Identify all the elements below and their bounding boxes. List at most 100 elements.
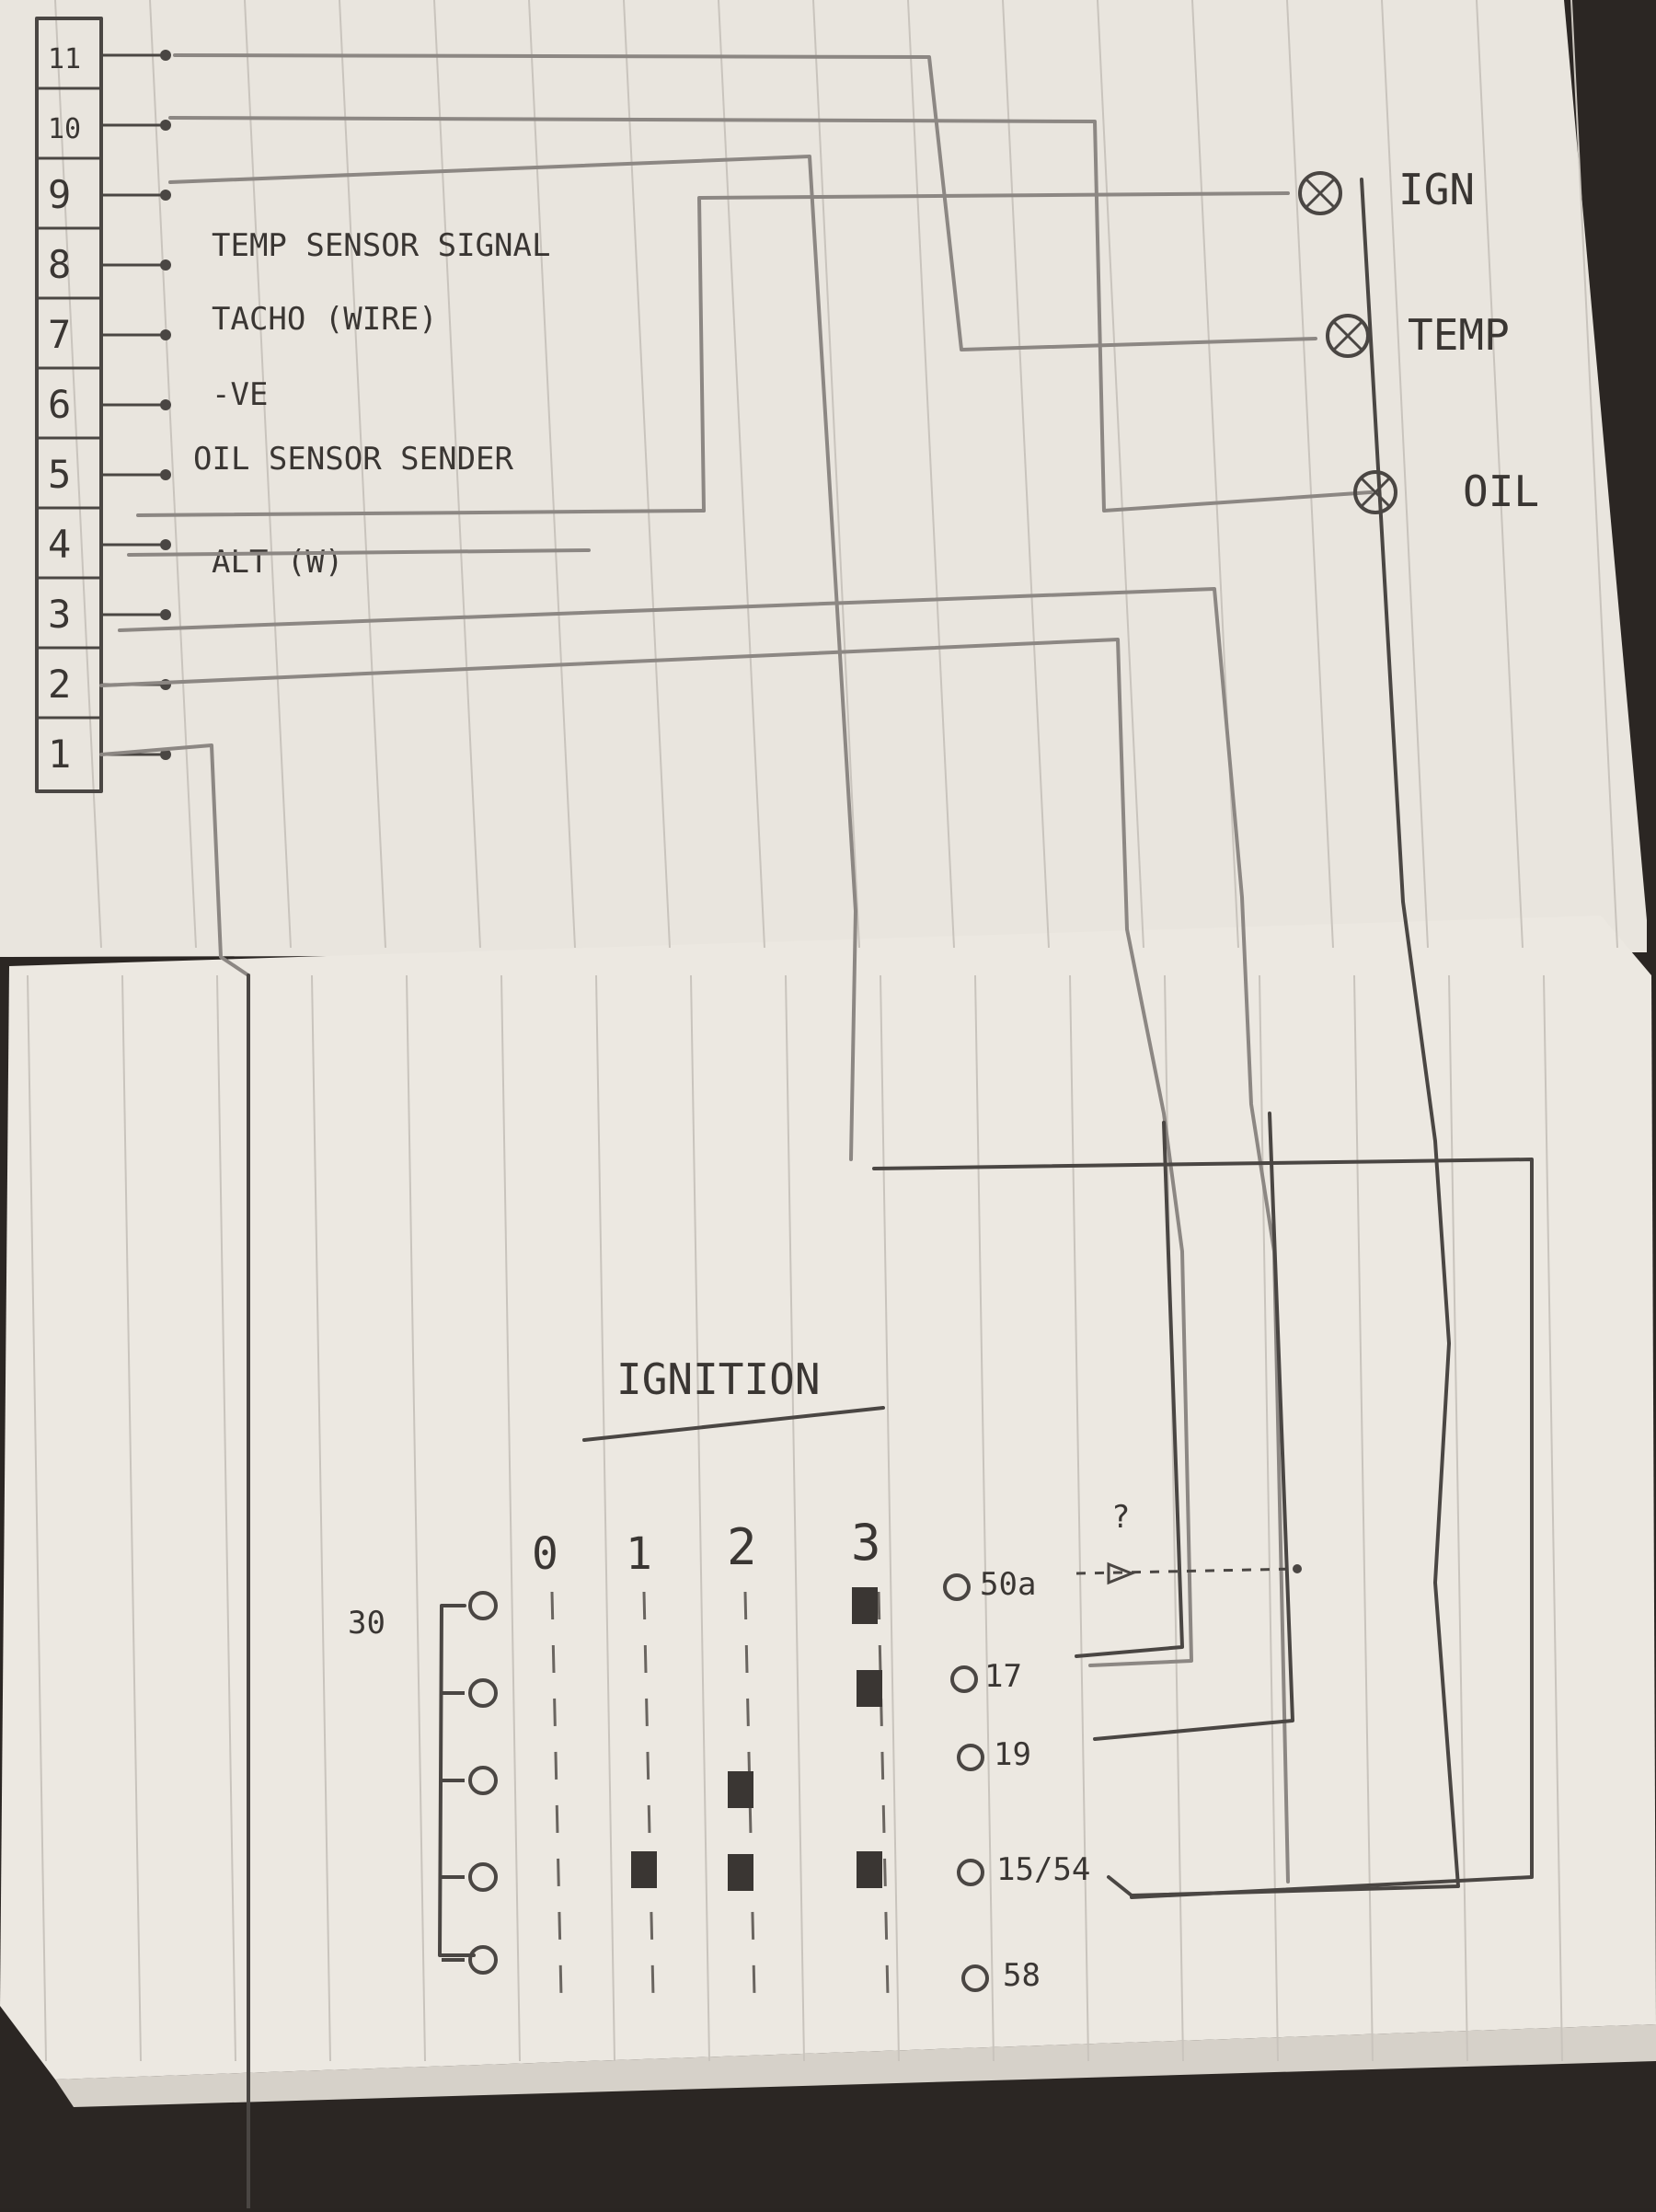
pin-label-8: TEMP SENSOR SIGNAL <box>212 227 550 264</box>
rule-line-bottom <box>500 974 521 2062</box>
rule-line-bottom <box>27 974 47 2062</box>
rule-line-bottom <box>406 974 426 2062</box>
wire-pin-5 <box>136 509 706 517</box>
ign-position-3: 3 <box>851 1514 881 1572</box>
lamp-oil: OIL <box>1353 467 1539 516</box>
rule-line-bottom <box>311 974 331 2062</box>
lamp-temp: TEMP <box>1326 310 1510 360</box>
bus-contact-circle <box>468 1862 498 1892</box>
position-dash-line <box>550 1591 563 1998</box>
rule-line-top <box>623 0 671 949</box>
rule-line-top <box>1381 0 1429 949</box>
wire-pin-2 <box>99 638 1193 1667</box>
output-terminal-circle <box>950 1665 978 1693</box>
rule-line-bottom <box>1259 974 1279 2062</box>
wire-oil-sensor <box>697 191 1290 513</box>
wire-17 <box>1075 1121 1184 1658</box>
pin-number-3: 3 <box>48 592 71 637</box>
switch-contact <box>857 1851 882 1888</box>
switch-contact <box>728 1854 753 1891</box>
wire-pin-11 <box>173 53 1317 351</box>
position-dash-line <box>743 1591 756 1998</box>
lamp-label-ign: IGN <box>1398 165 1475 214</box>
bus-contact-circle <box>468 1678 498 1708</box>
pin-number-4: 4 <box>48 522 71 567</box>
pin-number-10: 10 <box>48 113 81 145</box>
terminal-15-54: 15/54 <box>996 1851 1090 1888</box>
rule-line-top <box>433 0 481 949</box>
ign-position-2: 2 <box>727 1518 757 1576</box>
wire-pin-9 <box>168 155 857 1161</box>
rule-line-top <box>812 0 860 949</box>
terminal-58: 58 <box>1003 1957 1041 1994</box>
pin-label-5: OIL SENSOR SENDER <box>193 441 514 478</box>
rule-line-bottom <box>690 974 710 2062</box>
ignition-switch: IGNITION 0 1 2 3 30 50a 17 19 15/54 58 ? <box>348 1354 1302 1998</box>
wire-pin-10 <box>168 116 1373 513</box>
top-page <box>0 0 1647 957</box>
wire-pin-4 <box>127 548 591 557</box>
position-dash-line <box>642 1591 655 1998</box>
rule-line-bottom <box>121 974 142 2062</box>
rule-line-top <box>1476 0 1524 949</box>
rule-line-top <box>1570 0 1618 949</box>
ign-position-1: 1 <box>626 1528 652 1580</box>
switch-contact <box>857 1670 882 1707</box>
rule-line-bottom <box>1069 974 1089 2062</box>
rule-line-top <box>244 0 292 949</box>
rule-line-top <box>149 0 197 949</box>
ignition-title-underline <box>582 1406 885 1442</box>
switch-contact <box>631 1851 657 1888</box>
pin-number-6: 6 <box>48 382 71 427</box>
rule-line-bottom <box>216 974 236 2062</box>
rule-line-bottom <box>880 974 900 2062</box>
output-terminal-circle <box>943 1573 971 1601</box>
bus-contact-circle <box>468 1945 498 1975</box>
output-terminal-circle <box>957 1859 984 1886</box>
lamp-ign: IGN <box>1298 165 1475 215</box>
position-dash-line <box>877 1591 890 1998</box>
wire-pin-1-ign <box>247 974 250 2212</box>
pin-number-5: 5 <box>48 452 71 497</box>
rule-line-top <box>1097 0 1144 949</box>
page-edge <box>55 2024 1656 2107</box>
rule-line-bottom <box>974 974 995 2062</box>
wire-pin-3 <box>118 587 1290 1884</box>
wire-15-54-return <box>872 1158 1534 1899</box>
bottom-page <box>0 916 1656 2080</box>
terminal-50a: 50a <box>980 1566 1036 1603</box>
switch-contact <box>728 1771 753 1808</box>
pin-label-6: -VE <box>212 376 268 413</box>
lamp-label-oil: OIL <box>1463 467 1539 516</box>
terminal-17: 17 <box>984 1658 1022 1695</box>
rule-line-top <box>1286 0 1334 949</box>
wires <box>99 53 1534 2212</box>
pin-number-8: 8 <box>48 242 71 287</box>
bus-contact-circle <box>468 1591 498 1620</box>
pin-label-7: TACHO (WIRE) <box>212 301 438 338</box>
ign-position-0: 0 <box>532 1528 558 1580</box>
diode-triangle <box>1107 1561 1136 1585</box>
rule-line-top <box>339 0 386 949</box>
output-terminal-circle <box>961 1964 989 1992</box>
rule-line-top <box>528 0 576 949</box>
rule-line-top <box>907 0 955 949</box>
rule-line-bottom <box>1353 974 1374 2062</box>
terminal-19: 19 <box>994 1736 1031 1773</box>
junction-dot <box>1293 1564 1302 1573</box>
input-terminal-30: 30 <box>348 1605 385 1642</box>
pin-number-11: 11 <box>48 43 81 75</box>
rule-line-bottom <box>785 974 805 2062</box>
output-terminal-circle <box>957 1744 984 1771</box>
pin-number-2: 2 <box>48 662 71 707</box>
pin-number-9: 9 <box>48 172 71 217</box>
rule-line-top <box>1002 0 1050 949</box>
ignition-title: IGNITION <box>616 1354 821 1404</box>
rule-line-bottom <box>1543 974 1563 2062</box>
switch-contact <box>852 1587 878 1624</box>
pin-number-7: 7 <box>48 312 71 357</box>
ruled-lines <box>27 0 1618 2062</box>
